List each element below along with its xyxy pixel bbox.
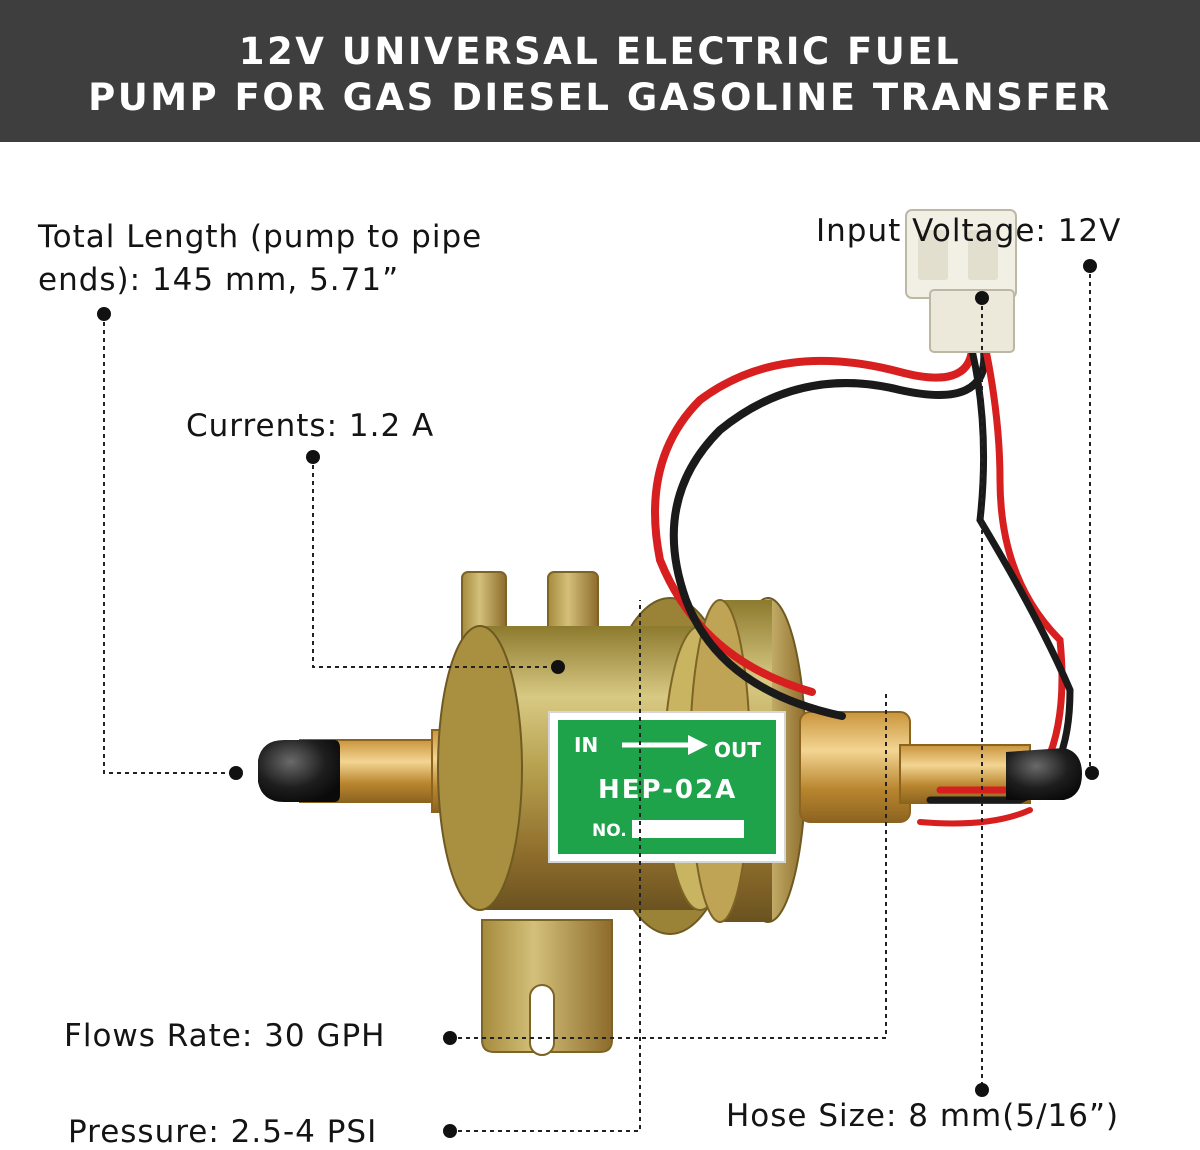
mounting-tab-bottom <box>481 919 613 1056</box>
plate-out-label: OUT <box>714 738 761 762</box>
wire-connector <box>905 209 1017 353</box>
leader-dots <box>97 259 1099 1138</box>
total-length-label-line2: ends): 145 mm, 5.71” <box>38 262 400 298</box>
pressure-label: Pressure: 2.5-4 PSI <box>68 1114 378 1150</box>
outlet-pipe <box>799 711 1031 823</box>
inlet-cap <box>258 740 340 802</box>
hose-size-label: Hose Size: 8 mm(5/16”) <box>726 1098 1120 1134</box>
power-wires <box>651 346 1074 827</box>
banner-title-line2: PUMP FOR GAS DIESEL GASOLINE TRANSFER <box>88 76 1112 119</box>
title-banner: 12V UNIVERSAL ELECTRIC FUEL PUMP FOR GAS… <box>0 0 1200 142</box>
plate-serial-prefix: NO. <box>592 821 627 841</box>
banner-title-line1: 12V UNIVERSAL ELECTRIC FUEL <box>238 30 962 73</box>
currents-label: Currents: 1.2 A <box>186 408 435 444</box>
input-voltage-label: Input Voltage: 12V <box>816 213 1122 249</box>
model-plate <box>548 711 786 863</box>
flow-rate-label: Flows Rate: 30 GPH <box>64 1018 386 1054</box>
outlet-cap <box>1006 748 1082 800</box>
plate-in-label: IN <box>574 733 598 757</box>
leader-lines <box>103 266 1091 1132</box>
total-length-label-line1: Total Length (pump to pipe <box>38 219 483 255</box>
plate-model: HEP-02A <box>598 775 737 805</box>
